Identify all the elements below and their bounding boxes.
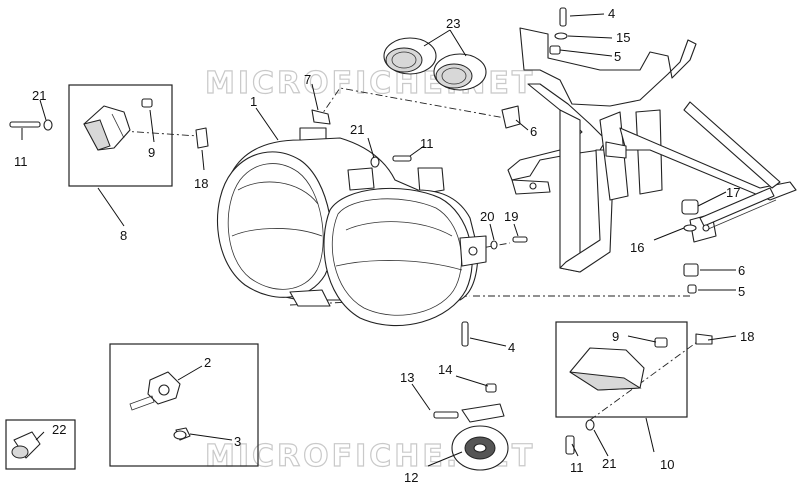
assembly-line-top	[317, 87, 506, 121]
horn	[451, 403, 509, 471]
callout-11-mid: 11	[420, 136, 434, 151]
callout-16: 16	[630, 240, 644, 255]
callout-8: 8	[120, 228, 127, 243]
assembly-line-lower-right	[589, 341, 698, 421]
callout-11-bottom: 11	[570, 460, 584, 475]
callout-23: 23	[446, 16, 460, 31]
callout-18-left: 18	[194, 176, 208, 191]
callouts: 1 2 3 4 4 5 5 6 6 7 8 9 9 10 11 11 11 12…	[14, 6, 754, 485]
headlight-assembly	[216, 127, 487, 326]
bulb-small-box	[5, 419, 76, 470]
callout-7: 7	[304, 72, 311, 87]
hardware	[9, 7, 713, 455]
callout-13: 13	[400, 370, 414, 385]
small-bulb	[173, 427, 191, 441]
left-turn-indicator	[83, 98, 153, 151]
indicator-right-box	[555, 321, 688, 418]
lens-pair	[383, 37, 487, 91]
leader-lines	[21, 13, 737, 467]
callout-9-left: 9	[148, 145, 155, 160]
callout-15: 15	[616, 30, 630, 45]
callout-5-right: 5	[738, 284, 745, 299]
callout-5-top: 5	[614, 49, 621, 64]
bulb-22	[11, 431, 41, 459]
headlight-support-frame	[507, 27, 797, 273]
bulb-socket	[129, 371, 181, 411]
assembly-line-left	[121, 130, 199, 137]
indicator-left-box	[68, 84, 173, 187]
callout-11-left: 11	[14, 154, 28, 169]
callout-14: 14	[438, 362, 452, 377]
callout-22: 22	[52, 422, 66, 437]
callout-18-right: 18	[740, 329, 754, 344]
right-turn-indicator	[569, 337, 668, 391]
callout-2: 2	[204, 355, 211, 370]
callout-4-bottom: 4	[508, 340, 515, 355]
callout-1: 1	[250, 94, 257, 109]
callout-6-right: 6	[738, 263, 745, 278]
callout-20: 20	[480, 209, 494, 224]
callout-6-top: 6	[530, 124, 537, 139]
callout-21-left: 21	[32, 88, 46, 103]
callout-21-mid: 21	[350, 122, 364, 137]
callout-9-right: 9	[612, 329, 619, 344]
callout-10: 10	[660, 457, 674, 472]
bulb-socket-box	[109, 343, 259, 467]
callout-17: 17	[726, 185, 740, 200]
callout-4-top: 4	[608, 6, 615, 21]
callout-3: 3	[234, 434, 241, 449]
callout-12: 12	[404, 470, 418, 485]
callout-19: 19	[504, 209, 518, 224]
callout-21-bottom: 21	[602, 456, 616, 471]
